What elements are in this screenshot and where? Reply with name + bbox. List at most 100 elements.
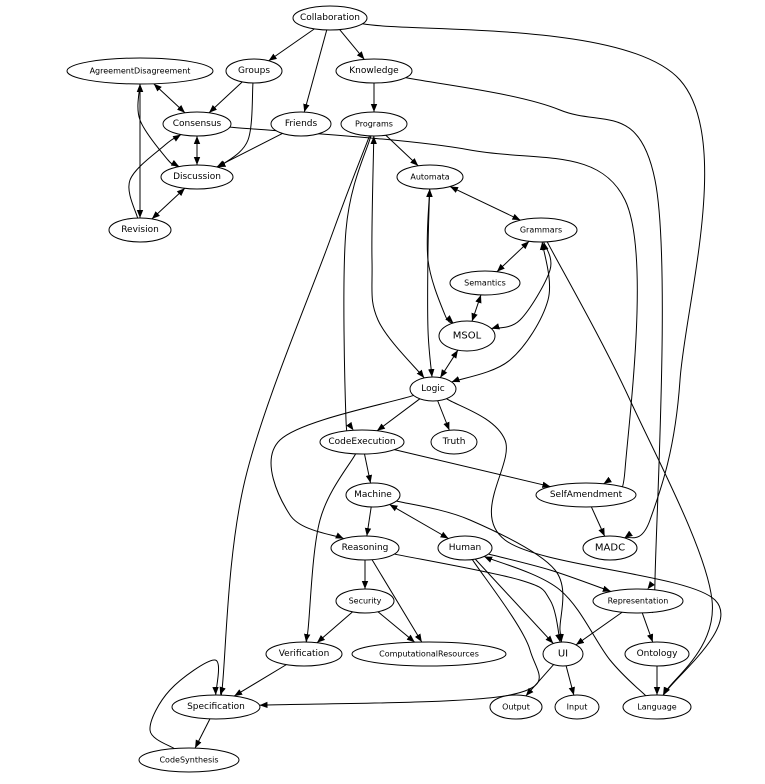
node-shape xyxy=(489,694,543,720)
edge-selfamendment-to-madc xyxy=(590,506,606,537)
node-codeexecution[interactable]: CodeExecution xyxy=(319,429,405,455)
edge-line xyxy=(364,506,372,537)
node-label: ComputationalResources xyxy=(379,650,479,659)
node-revision[interactable]: Revision xyxy=(108,217,172,243)
edge-machine-to-ui xyxy=(396,500,564,643)
node-shape xyxy=(340,111,408,137)
node-reasoning[interactable]: Reasoning xyxy=(330,535,400,561)
node-knowledge[interactable]: Knowledge xyxy=(335,58,413,84)
node-machine[interactable]: Machine xyxy=(345,482,401,508)
node-shape xyxy=(542,641,584,667)
node-verification[interactable]: Verification xyxy=(265,641,343,667)
edge-line xyxy=(216,132,283,168)
edge-representation-to-ui xyxy=(575,611,623,646)
node-shape xyxy=(438,320,496,352)
node-specification[interactable]: Specification xyxy=(171,694,261,720)
node-shape xyxy=(319,429,405,455)
node-discussion[interactable]: Discussion xyxy=(160,164,234,190)
node-selfamendment[interactable]: SelfAmendment xyxy=(535,482,637,508)
edge-specification-to-codesynthesis xyxy=(194,718,211,749)
node-friends[interactable]: Friends xyxy=(270,111,332,137)
node-logic[interactable]: Logic xyxy=(409,376,457,402)
edge-agreementdisagreement-to-consensus xyxy=(153,83,186,114)
edge-line xyxy=(128,134,182,219)
node-label: UI xyxy=(558,649,568,660)
node-collaboration[interactable]: Collaboration xyxy=(292,5,368,31)
node-shape xyxy=(225,58,283,84)
node-automata[interactable]: Automata xyxy=(396,164,464,190)
node-label: Security xyxy=(349,597,382,606)
edge-line xyxy=(385,134,419,167)
edge-line xyxy=(483,556,647,697)
edge-ui-to-output xyxy=(525,664,554,697)
node-label: Groups xyxy=(238,66,270,76)
edge-machine-to-reasoning xyxy=(364,506,372,537)
edge-language-to-human xyxy=(483,556,647,697)
edge-semantics-to-msol xyxy=(471,294,482,322)
edge-line xyxy=(389,504,449,539)
node-language[interactable]: Language xyxy=(622,694,692,720)
edge-line xyxy=(208,81,243,114)
edge-collaboration-to-friends xyxy=(303,29,328,113)
node-input[interactable]: Input xyxy=(554,694,600,720)
node-semantics[interactable]: Semantics xyxy=(449,270,521,296)
edge-line xyxy=(396,500,564,643)
node-label: Truth xyxy=(442,437,466,447)
node-groups[interactable]: Groups xyxy=(225,58,283,84)
edge-line xyxy=(474,558,554,644)
node-label: Logic xyxy=(421,384,445,394)
node-label: Semantics xyxy=(464,279,506,288)
node-programs[interactable]: Programs xyxy=(340,111,408,137)
node-shape xyxy=(449,270,521,296)
edge-automata-to-grammars xyxy=(449,186,521,221)
edge-line xyxy=(575,611,623,646)
node-shape xyxy=(592,588,684,614)
node-consensus[interactable]: Consensus xyxy=(162,111,232,137)
node-truth[interactable]: Truth xyxy=(430,429,478,455)
edge-human-to-ui xyxy=(474,558,554,644)
edge-line xyxy=(394,449,551,488)
edge-line xyxy=(496,240,530,273)
node-label: Output xyxy=(502,703,530,712)
node-shape xyxy=(535,482,637,508)
edge-representation-to-ontology xyxy=(641,612,654,643)
node-shape xyxy=(351,641,507,667)
node-agreementdisagreement[interactable]: AgreementDisagreement xyxy=(66,57,214,85)
node-label: Ontology xyxy=(637,649,679,659)
edge-line xyxy=(153,83,186,114)
node-security[interactable]: Security xyxy=(335,588,395,614)
node-shape xyxy=(504,217,578,243)
node-label: Verification xyxy=(279,649,330,659)
edge-line xyxy=(362,23,706,539)
node-madc[interactable]: MADC xyxy=(582,535,638,561)
edge-line xyxy=(565,665,575,696)
edge-line xyxy=(546,241,713,696)
node-label: Revision xyxy=(121,225,159,235)
node-label: MSOL xyxy=(453,331,482,342)
node-shape xyxy=(66,57,214,85)
edge-line xyxy=(303,29,328,113)
edge-line xyxy=(641,612,654,643)
node-shape xyxy=(292,5,368,31)
node-grammars[interactable]: Grammars xyxy=(504,217,578,243)
edge-line xyxy=(377,611,416,643)
edge-line xyxy=(268,28,315,62)
edge-ui-to-input xyxy=(565,665,575,696)
node-label: Collaboration xyxy=(300,13,360,23)
node-ontology[interactable]: Ontology xyxy=(624,641,690,667)
node-output[interactable]: Output xyxy=(489,694,543,720)
node-shape xyxy=(335,58,413,84)
edge-collaboration-to-madc xyxy=(362,23,706,539)
node-label: CodeExecution xyxy=(328,437,395,447)
node-label: Representation xyxy=(608,597,669,606)
node-representation[interactable]: Representation xyxy=(592,588,684,614)
node-computationalresources[interactable]: ComputationalResources xyxy=(351,641,507,667)
edge-programs-to-logic xyxy=(370,135,425,379)
node-label: Friends xyxy=(285,119,318,129)
node-ui[interactable]: UI xyxy=(542,641,584,667)
edge-grammars-to-semantics xyxy=(496,240,530,273)
edge-line xyxy=(426,188,454,324)
node-human[interactable]: Human xyxy=(437,535,493,561)
node-codesynthesis[interactable]: CodeSynthesis xyxy=(138,747,240,773)
node-msol[interactable]: MSOL xyxy=(438,320,496,352)
